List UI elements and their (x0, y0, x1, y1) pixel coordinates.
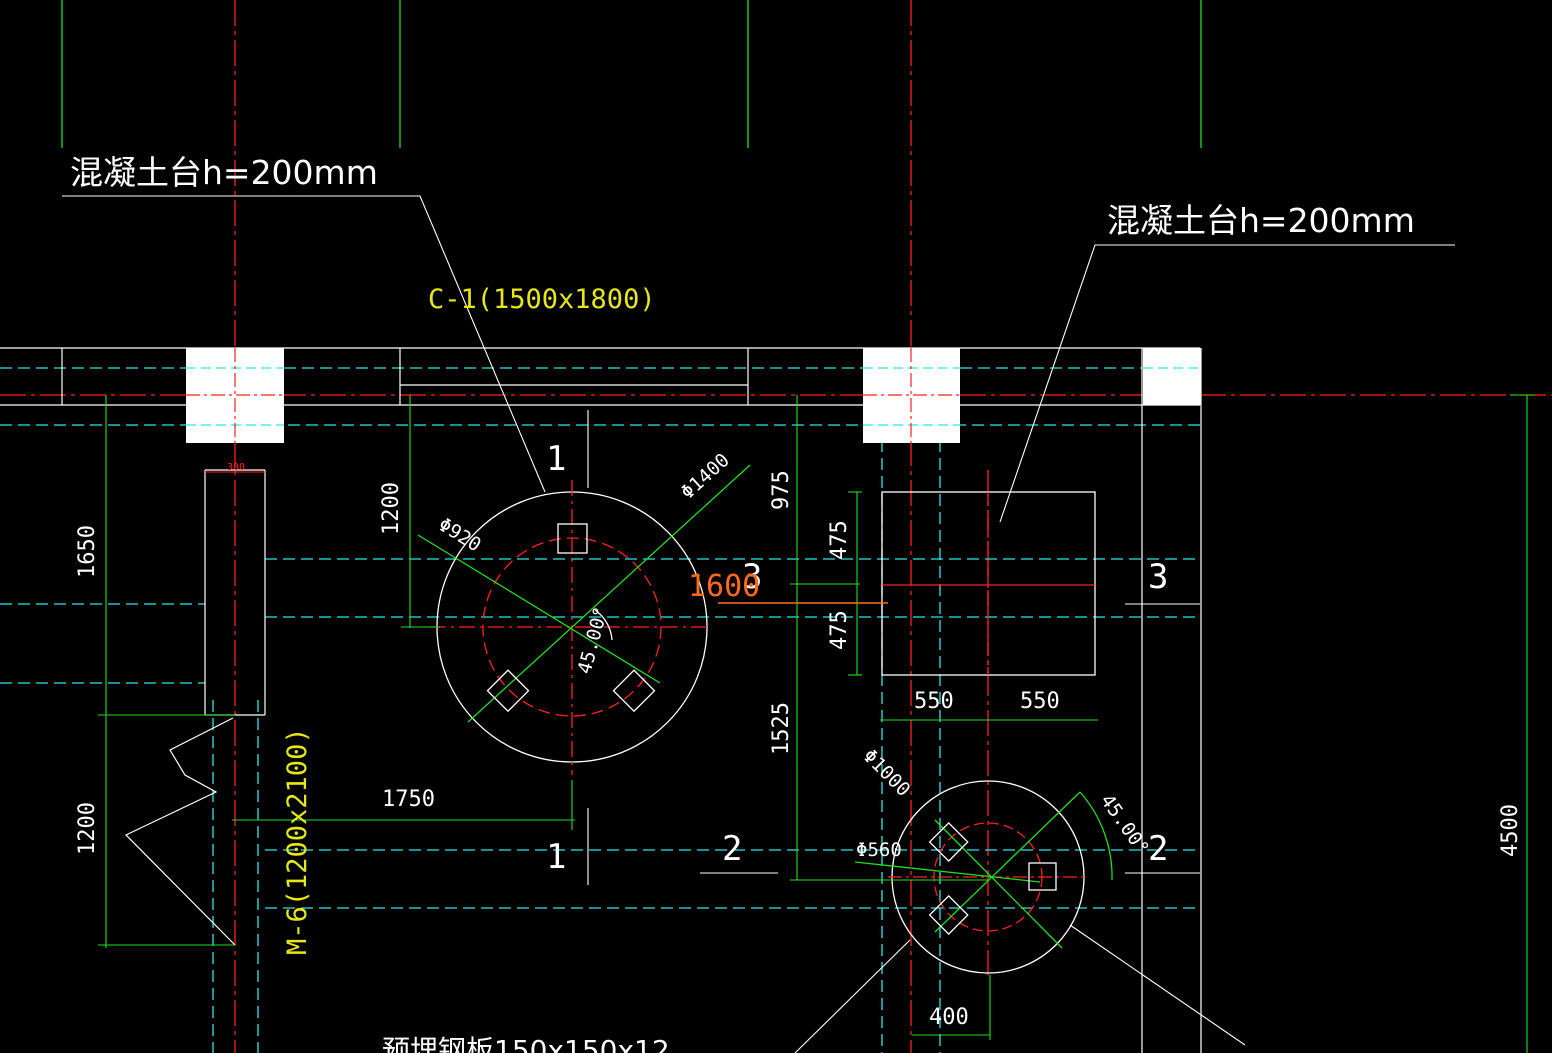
dim-1200-left: 1200 (75, 802, 100, 855)
section-mark-1-bottom: 1 (546, 837, 566, 877)
dim-phi560: Φ560 (856, 839, 902, 861)
column-tag: C-1(1500x1800) (428, 284, 656, 315)
dim-550-right: 550 (1020, 689, 1060, 714)
section-mark-1-top: 1 (546, 439, 566, 479)
dim-4500: 4500 (1498, 804, 1523, 857)
column-3 (1143, 348, 1201, 405)
section-mark-2-left: 2 (722, 829, 742, 869)
dim-475-bottom: 475 (827, 610, 852, 650)
section-mark-2-right: 2 (1148, 829, 1168, 869)
platform-note-right: 混凝土台h=200mm (1107, 201, 1415, 240)
dim-975: 975 (769, 470, 794, 510)
walls (0, 347, 1202, 1053)
square-platform (881, 491, 1096, 676)
dim-400: 400 (929, 1005, 969, 1030)
round-foundation-lower (854, 780, 1113, 974)
dim-550-left: 550 (914, 689, 954, 714)
door-tag: M-6(1200x2100) (282, 727, 313, 955)
dim-1600: 1600 (688, 569, 760, 604)
leaders (62, 195, 1455, 1053)
dimension-lines (98, 394, 1535, 1053)
section-mark-3-left: 3 (742, 557, 762, 597)
dim-1200-upper: 1200 (379, 482, 404, 535)
platform-note-left: 混凝土台h=200mm (70, 153, 378, 192)
dim-300: 300 (227, 462, 245, 473)
dim-475-top: 475 (827, 520, 852, 560)
embedded-plate-note: 预埋钢板150x150x12 (382, 1034, 670, 1053)
dim-1650: 1650 (75, 525, 100, 578)
section-mark-3-right: 3 (1148, 557, 1168, 597)
dim-1750: 1750 (382, 787, 435, 812)
dim-1525: 1525 (769, 702, 794, 755)
